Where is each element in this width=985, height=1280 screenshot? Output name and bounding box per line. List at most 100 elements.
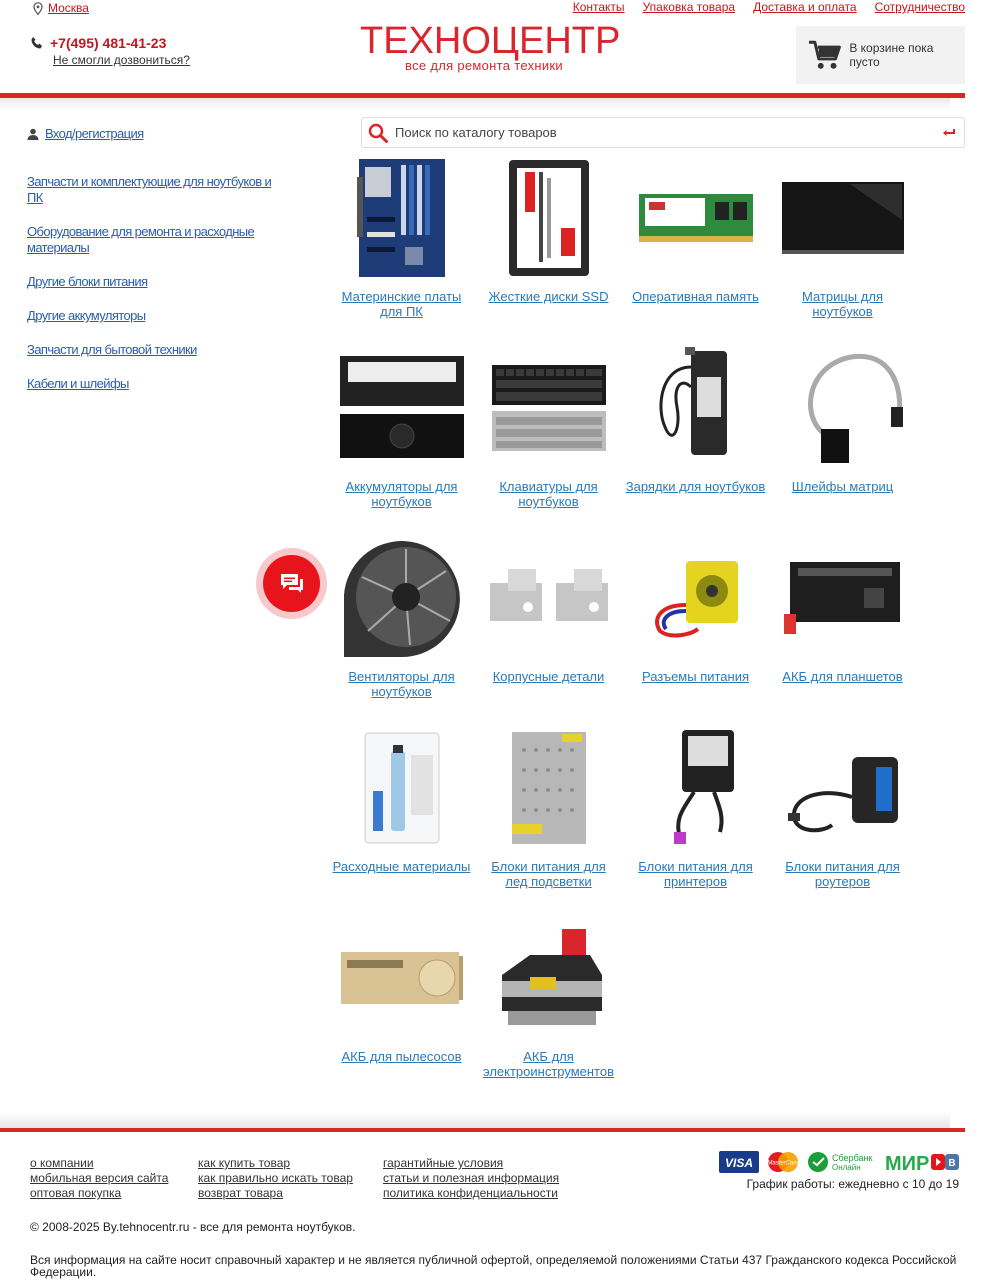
flex-cable-image	[778, 345, 908, 471]
footer-column-1: о компании мобильная версия сайта оптова…	[30, 1156, 168, 1201]
nav-link-delivery[interactable]: Доставка и оплата	[753, 0, 857, 14]
svg-text:МИР: МИР	[885, 1153, 929, 1173]
charger-image	[631, 345, 761, 471]
sidebar-item-repair-equipment[interactable]: Оборудование для ремонта и расходные мат…	[27, 224, 255, 255]
sidebar-item-other-power-supplies[interactable]: Другие блоки питания	[27, 274, 148, 289]
category-label[interactable]: Оперативная память	[632, 289, 759, 304]
enter-icon[interactable]	[942, 128, 956, 138]
copyright: © 2008-2025 By.tehnocentr.ru - все для р…	[30, 1220, 356, 1234]
connector-image	[631, 535, 761, 661]
sidebar-item-other-batteries[interactable]: Другие аккумуляторы	[27, 308, 146, 323]
header-shadow	[0, 98, 950, 110]
search-icon[interactable]	[367, 122, 389, 144]
router-psu-image	[778, 725, 908, 851]
category-power-connectors[interactable]: Разъемы питания	[622, 535, 769, 725]
category-vacuum-batteries[interactable]: АКБ для пылесосов	[328, 915, 475, 1105]
sidebar-item-laptop-parts[interactable]: Запчасти и комплектующие для ноутбуков и…	[27, 174, 272, 205]
visa-icon: VISA	[719, 1151, 759, 1173]
search-input[interactable]	[395, 125, 942, 140]
power-tool-battery-image	[484, 915, 614, 1041]
category-label[interactable]: АКБ для планшетов	[782, 669, 903, 684]
footer-link-how-to-buy[interactable]: как купить товар	[198, 1156, 291, 1170]
category-led-power-supplies[interactable]: Блоки питания для лед подсветки	[475, 725, 622, 915]
footer-link-articles[interactable]: статьи и полезная информация	[383, 1171, 560, 1185]
category-label[interactable]: Зарядки для ноутбуков	[625, 479, 766, 494]
category-ram[interactable]: Оперативная память	[622, 155, 769, 345]
site-logo[interactable]: ТЕХНОЦЕНТР все для ремонта техники	[360, 22, 620, 73]
category-laptop-screens[interactable]: Матрицы для ноутбуков	[769, 155, 916, 345]
category-ssd[interactable]: Жесткие диски SSD	[475, 155, 622, 345]
category-consumables[interactable]: Расходные материалы	[328, 725, 475, 915]
footer-column-3: гарантийные условия статьи и полезная ин…	[383, 1156, 559, 1201]
category-printer-power-supplies[interactable]: Блоки питания для принтеров	[622, 725, 769, 915]
screen-image	[778, 155, 908, 281]
category-label[interactable]: Блоки питания для роутеров	[785, 859, 900, 889]
header-divider	[0, 93, 965, 98]
category-grid: Материнские платы для ПК Жесткие диски S…	[328, 155, 950, 1105]
category-power-tool-batteries[interactable]: АКБ для электроинструментов	[475, 915, 622, 1105]
mir-icon: МИР B	[885, 1153, 959, 1173]
footer-link-wholesale[interactable]: оптовая покупка	[30, 1186, 122, 1200]
footer-divider	[0, 1128, 965, 1132]
work-schedule: График работы: ежедневно с 10 до 19	[746, 1177, 959, 1191]
category-keyboards[interactable]: Клавиатуры для ноутбуков	[475, 345, 622, 535]
city-selector[interactable]: Москва	[33, 1, 89, 15]
printer-psu-image	[631, 725, 761, 851]
category-label[interactable]: АКБ для электроинструментов	[482, 1049, 615, 1079]
footer-shadow	[0, 1112, 950, 1128]
category-case-parts[interactable]: Корпусные детали	[475, 535, 622, 725]
footer-column-2: как купить товар как правильно искать то…	[198, 1156, 353, 1201]
category-tablet-batteries[interactable]: АКБ для планшетов	[769, 535, 916, 725]
battery-image	[337, 345, 467, 471]
category-label[interactable]: Корпусные детали	[492, 669, 605, 684]
thermal-paste-image	[337, 725, 467, 851]
nav-link-cooperation[interactable]: Сотрудничество	[874, 0, 965, 14]
footer-link-how-to-search[interactable]: как правильно искать товар	[198, 1171, 353, 1185]
chat-icon	[280, 573, 303, 593]
sidebar-menu: Запчасти и комплектующие для ноутбуков и…	[27, 174, 282, 410]
footer-link-about[interactable]: о компании	[30, 1156, 94, 1170]
mastercard-icon: MasterCard	[767, 1152, 799, 1172]
category-matrix-cables[interactable]: Шлейфы матриц	[769, 345, 916, 535]
phone-block: +7(495) 481-41-23	[30, 35, 166, 51]
nav-link-packaging[interactable]: Упаковка товара	[642, 0, 736, 14]
disclaimer: Вся информация на сайте носит справочный…	[30, 1253, 957, 1279]
category-label[interactable]: Клавиатуры для ноутбуков	[499, 479, 598, 509]
chat-button[interactable]	[256, 548, 327, 619]
city-link[interactable]: Москва	[48, 1, 89, 15]
category-label[interactable]: Вентиляторы для ноутбуков	[348, 669, 455, 699]
svg-text:B: B	[948, 1158, 955, 1169]
category-router-power-supplies[interactable]: Блоки питания для роутеров	[769, 725, 916, 915]
phone-number[interactable]: +7(495) 481-41-23	[50, 35, 167, 51]
category-label[interactable]: Блоки питания для лед подсветки	[491, 859, 606, 889]
footer-link-returns[interactable]: возврат товара	[198, 1186, 283, 1200]
login-link[interactable]: Вход/регистрация	[27, 126, 144, 141]
category-label[interactable]: Блоки питания для принтеров	[638, 859, 753, 889]
category-label[interactable]: Аккумуляторы для ноутбуков	[345, 479, 458, 509]
callback-link[interactable]: Не смогли дозвониться?	[53, 53, 190, 67]
footer-link-privacy[interactable]: политика конфиденциальности	[383, 1186, 558, 1200]
category-laptop-batteries[interactable]: Аккумуляторы для ноутбуков	[328, 345, 475, 535]
category-label[interactable]: Разъемы питания	[641, 669, 750, 684]
cart-widget[interactable]: В корзине пока пусто	[796, 26, 965, 84]
category-fans[interactable]: Вентиляторы для ноутбуков	[328, 535, 475, 725]
category-label[interactable]: АКБ для пылесосов	[341, 1049, 462, 1064]
nav-link-contacts[interactable]: Контакты	[572, 0, 625, 14]
ssd-image	[484, 155, 614, 281]
sidebar-item-cables[interactable]: Кабели и шлейфы	[27, 376, 129, 391]
footer-link-warranty[interactable]: гарантийные условия	[383, 1156, 504, 1170]
footer-link-mobile[interactable]: мобильная версия сайта	[30, 1171, 169, 1185]
category-label[interactable]: Шлейфы матриц	[791, 479, 894, 494]
category-label[interactable]: Жесткие диски SSD	[488, 289, 609, 304]
category-label[interactable]: Расходные материалы	[332, 859, 471, 874]
svg-text:Онлайн: Онлайн	[832, 1163, 861, 1172]
category-motherboards[interactable]: Материнские платы для ПК	[328, 155, 475, 345]
category-chargers[interactable]: Зарядки для ноутбуков	[622, 345, 769, 535]
category-label[interactable]: Матрицы для ноутбуков	[802, 289, 883, 319]
category-label[interactable]: Материнские платы для ПК	[341, 289, 462, 319]
chat-button-inner	[263, 555, 320, 612]
motherboard-image	[337, 155, 467, 281]
sidebar-item-appliance-parts[interactable]: Запчасти для бытовой техники	[27, 342, 197, 357]
